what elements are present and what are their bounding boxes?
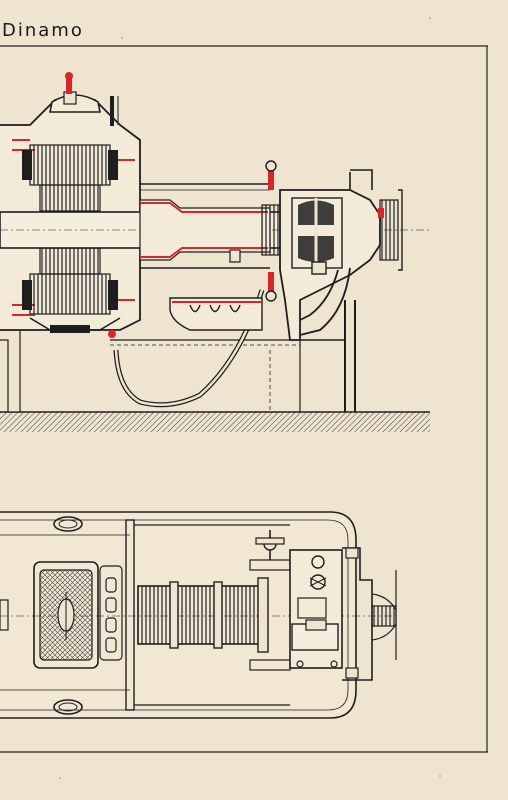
rotor-drum [137, 585, 265, 645]
foundation-hatch [0, 412, 430, 432]
bolt-hole-top [53, 516, 83, 532]
paper-specks [59, 17, 441, 779]
page-title: Dinamo [2, 20, 84, 41]
plate-border [0, 45, 488, 753]
upper-stator-core [29, 144, 111, 186]
upper-rotor-windings [39, 184, 101, 212]
sectional-elevation [0, 72, 430, 432]
lower-stator-core [29, 273, 111, 315]
bolt-hole-bottom [53, 699, 83, 715]
lower-rotor-windings [39, 247, 101, 275]
turbine-casing [279, 189, 381, 341]
plan-view [0, 511, 400, 719]
